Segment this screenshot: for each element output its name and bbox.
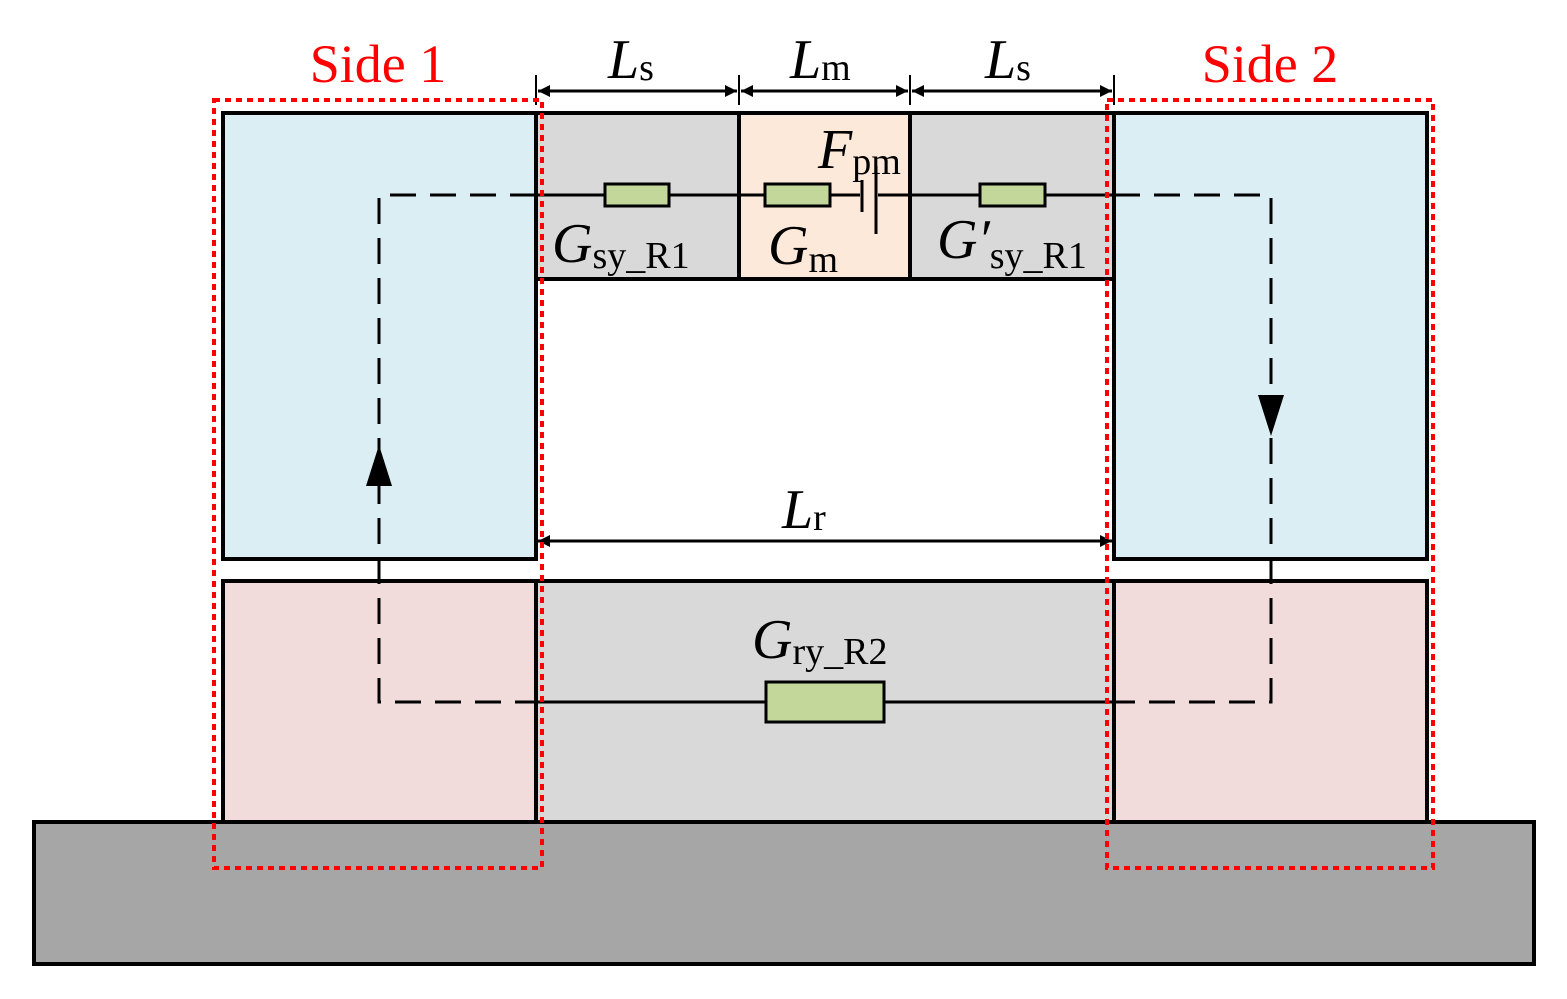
resistor-g-ry-r2 — [764, 680, 886, 724]
battery-gap — [860, 180, 878, 210]
label-ls-left: Ls — [607, 29, 654, 91]
resistor-g-m — [763, 182, 832, 208]
label-g-ry-r2: Gry_R2 — [752, 609, 887, 673]
base-plate — [32, 820, 1536, 966]
label-g-sy-r1-prime: G′sy_R1 — [937, 209, 1087, 277]
flux-arrow-up-icon — [366, 445, 392, 486]
side-1-label: Side 1 — [310, 34, 447, 94]
label-g-m: Gm — [768, 215, 838, 281]
resistor-g-sy-r1-prime — [978, 182, 1047, 208]
flux-arrow-down-icon — [1258, 395, 1284, 436]
flux-path-right — [1114, 193, 1273, 704]
label-f-pm: Fpm — [817, 119, 901, 183]
label-lr: Lr — [781, 479, 826, 541]
side-1-boundary — [212, 98, 544, 870]
resistor-g-sy-r1 — [603, 182, 671, 208]
side-2-label: Side 2 — [1202, 34, 1339, 94]
label-ls-right: Ls — [984, 29, 1031, 91]
label-g-sy-r1: Gsy_R1 — [552, 213, 690, 277]
label-lm: Lm — [789, 29, 851, 91]
side-2-boundary — [1105, 98, 1435, 870]
